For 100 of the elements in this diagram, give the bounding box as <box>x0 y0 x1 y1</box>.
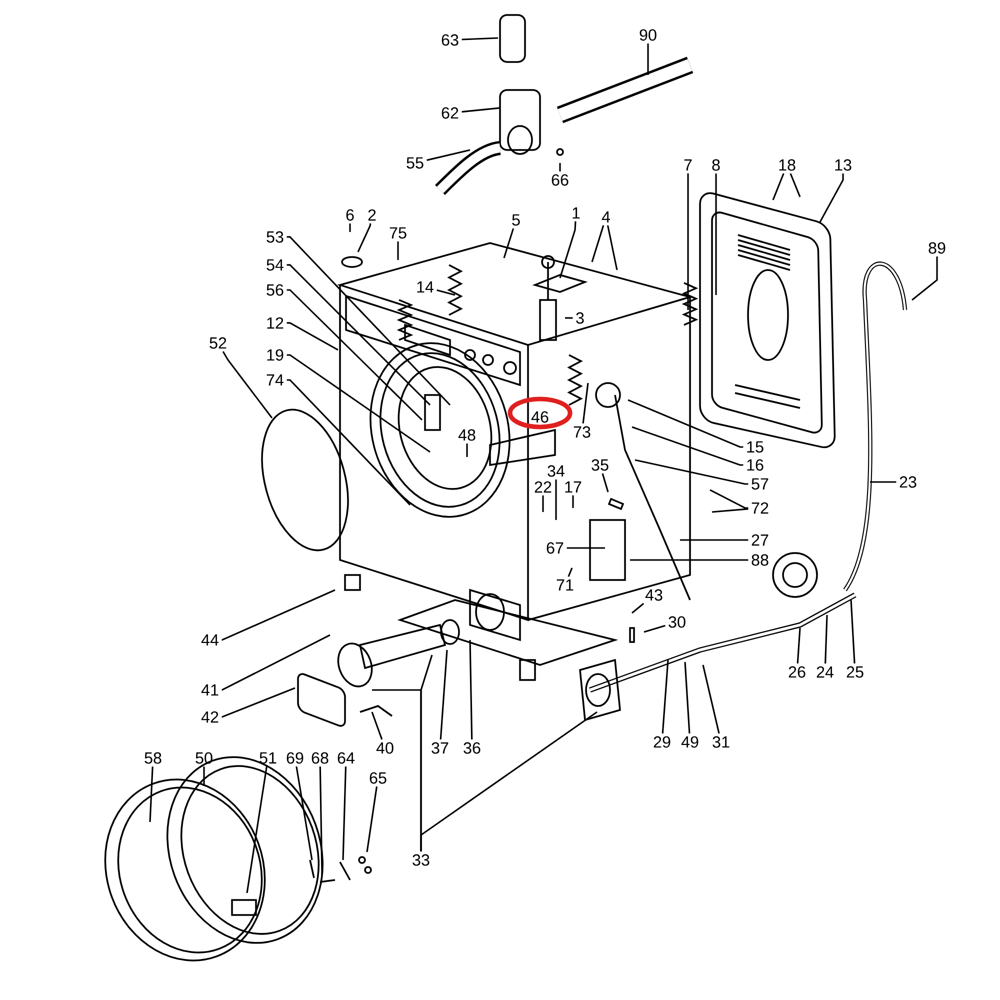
callout-number: 6 <box>346 209 354 221</box>
callout-number: 54 <box>266 259 284 271</box>
leader-line <box>221 634 330 691</box>
leader-line <box>790 173 801 198</box>
leader-line <box>687 173 689 310</box>
callout-number: 69 <box>286 752 304 764</box>
callout-number: 52 <box>210 337 226 349</box>
callout-number: 33 <box>412 854 430 866</box>
callout-number: 51 <box>260 752 276 764</box>
callout-number: 13 <box>835 159 852 171</box>
leader-line <box>222 351 273 418</box>
leader-line <box>715 174 717 295</box>
leader-line <box>440 650 448 740</box>
leader-line <box>644 624 666 633</box>
callout-number: 73 <box>574 426 590 438</box>
leader-line <box>246 766 268 894</box>
leader-line <box>286 379 411 506</box>
callout-number: 49 <box>681 736 698 748</box>
callout-number: 35 <box>592 459 608 471</box>
leader-line <box>572 495 574 508</box>
leader-line <box>566 547 606 549</box>
callout-number: 53 <box>266 231 284 243</box>
leader-line <box>850 600 856 664</box>
callout-number: 90 <box>640 29 656 41</box>
callout-number: 72 <box>752 502 768 514</box>
leader-line <box>462 107 500 113</box>
leader-line <box>824 614 828 664</box>
leader-line <box>555 480 557 520</box>
leader-line <box>630 559 748 561</box>
callout-number: 89 <box>928 242 946 254</box>
leader-line <box>702 664 720 734</box>
callout-number: 18 <box>779 159 796 171</box>
callout-number: 44 <box>201 634 218 646</box>
leader-line <box>568 568 573 577</box>
leader-line <box>565 317 573 319</box>
callout-number: 63 <box>442 34 458 46</box>
leader-line <box>632 426 744 466</box>
leader-line <box>912 256 938 301</box>
leader-line <box>426 149 470 161</box>
callout-number: 7 <box>684 159 692 171</box>
callout-number: 12 <box>267 317 284 329</box>
callout-number: 36 <box>464 742 480 754</box>
leader-line <box>221 687 296 718</box>
callout-number: 40 <box>376 742 394 754</box>
leader-line <box>466 444 468 457</box>
callout-number: 29 <box>654 736 670 748</box>
leader-line <box>634 459 748 485</box>
callout-number: 31 <box>712 736 730 748</box>
callout-number: 62 <box>442 107 458 119</box>
callout-number: 37 <box>432 742 448 754</box>
leader-line <box>647 44 649 75</box>
callout-number: 16 <box>747 459 764 471</box>
callout-number: 74 <box>266 374 284 386</box>
leader-line <box>602 473 609 492</box>
leader-line <box>582 382 589 424</box>
callout-number: 23 <box>900 476 916 488</box>
leader-line <box>462 37 498 40</box>
callout-number: 22 <box>534 481 552 493</box>
callout-number: 24 <box>816 666 834 678</box>
callout-number: 1 <box>572 207 580 219</box>
callout-number: 4 <box>602 211 610 223</box>
leader-line <box>712 508 748 513</box>
leader-line <box>420 711 598 852</box>
leader-line <box>203 766 205 786</box>
leader-line <box>286 264 431 406</box>
callout-number: 55 <box>406 157 424 169</box>
leader-line <box>371 712 383 740</box>
leader-line <box>606 225 618 270</box>
leader-line <box>221 589 336 641</box>
callout-number: 48 <box>458 429 476 441</box>
leader-line <box>559 162 561 172</box>
callout-number: 25 <box>846 666 864 678</box>
callout-number: 46 <box>531 411 548 423</box>
leader-line <box>349 224 351 232</box>
leader-line <box>286 289 423 421</box>
callout-number: 34 <box>548 465 564 477</box>
callout-number: 64 <box>338 752 354 764</box>
leader-line <box>870 481 896 483</box>
callout-number: 27 <box>752 534 768 546</box>
callout-number: 71 <box>556 579 574 591</box>
leader-line <box>542 495 544 512</box>
leader-line <box>296 766 313 860</box>
callout-number: 57 <box>752 478 768 490</box>
leader-line <box>286 236 451 406</box>
leader-line <box>319 766 323 876</box>
callout-number: 8 <box>712 159 720 171</box>
leader-line <box>662 660 669 734</box>
leader-line <box>559 221 576 278</box>
callout-number: 68 <box>312 752 328 764</box>
callout-number: 66 <box>552 174 568 186</box>
leader-line <box>796 628 801 664</box>
leader-line <box>591 225 604 262</box>
leader-line <box>628 399 744 448</box>
leader-line <box>149 766 154 822</box>
leader-line <box>680 539 748 541</box>
callout-number: 26 <box>788 666 806 678</box>
callout-number: 41 <box>201 684 218 696</box>
callout-number: 75 <box>390 227 406 239</box>
leader-line <box>397 241 399 260</box>
callout-number: 58 <box>144 752 162 764</box>
